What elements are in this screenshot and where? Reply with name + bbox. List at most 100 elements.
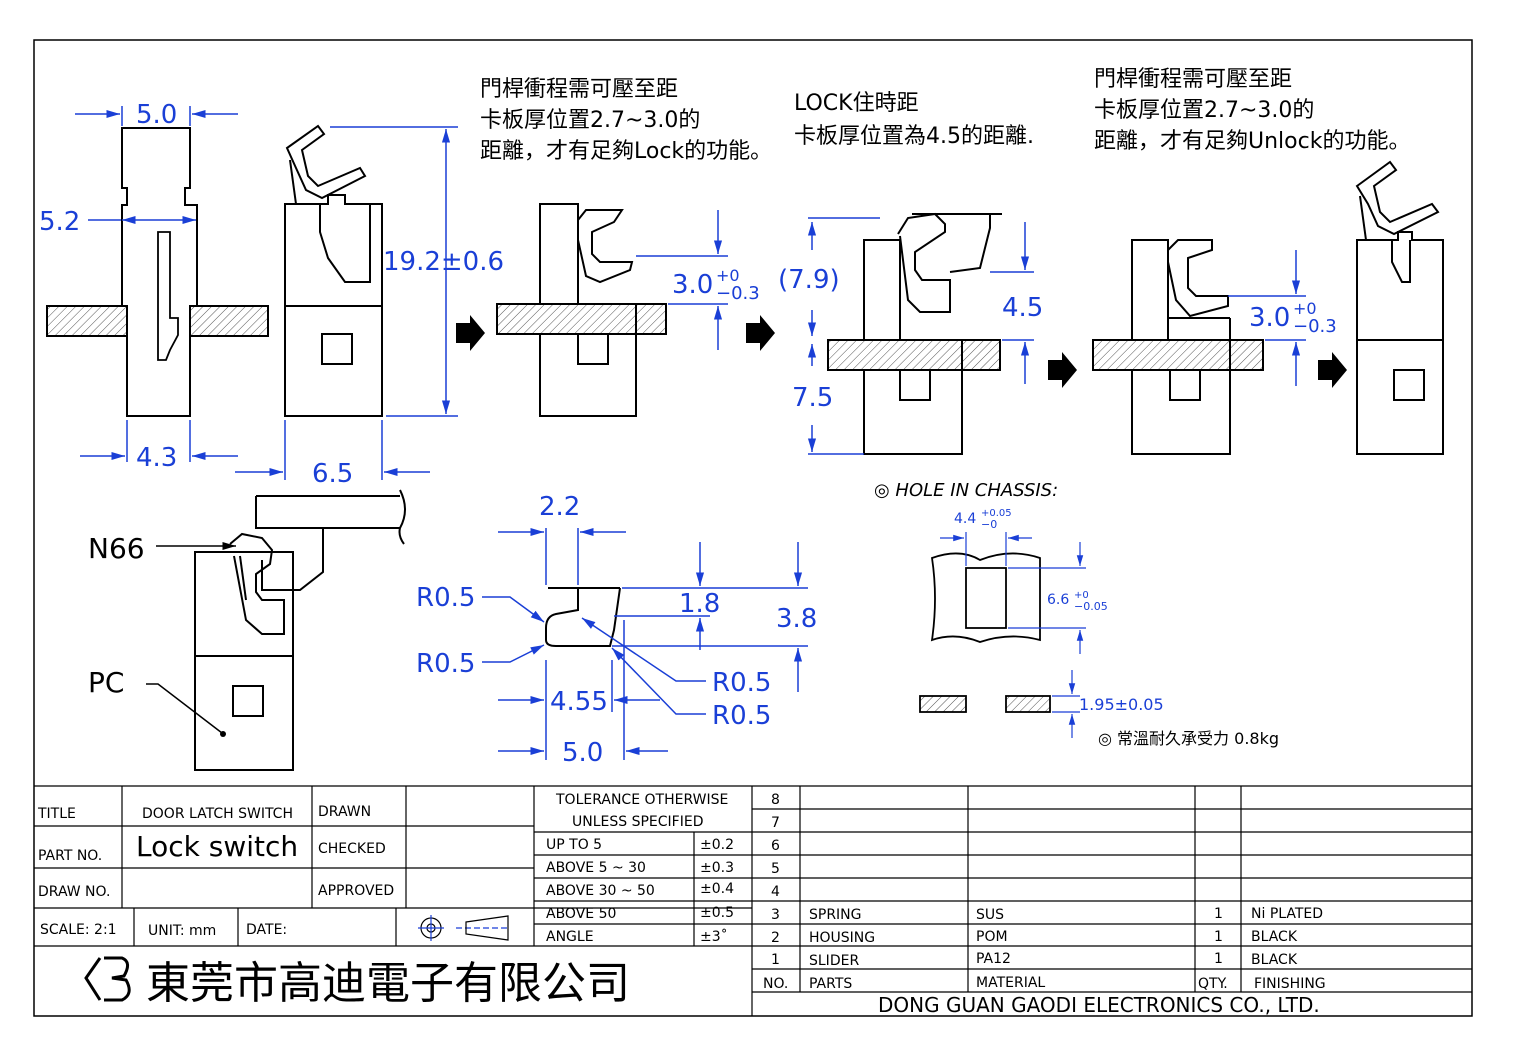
bom-header-part: PARTS (809, 976, 852, 992)
dim-side-width: 6.5 (312, 459, 353, 489)
bom-finish: BLACK (1251, 952, 1298, 968)
part-value: Lock switch (136, 830, 298, 863)
bom-header-no: NO. (763, 976, 788, 992)
tolerance-header1: TOLERANCE OTHERWISE (555, 792, 728, 808)
title-block-grid (34, 785, 1472, 1016)
bom-header-finish: FINISHING (1254, 976, 1326, 992)
tolerance-header2: UNLESS SPECIFIED (572, 814, 703, 830)
note-lock-hold: LOCK住時距 卡板厚位置為4.5的距離. (794, 91, 1034, 149)
hole-width-tol-dn: −0 (981, 518, 997, 531)
side-view-dims (235, 126, 458, 480)
company-name-cn: 東莞市高迪電子有限公司 (146, 958, 630, 1009)
bom-no: 8 (771, 792, 780, 808)
tolerance-range: UP TO 5 (546, 837, 602, 853)
title-value: DOOR LATCH SWITCH (142, 806, 293, 822)
bom-qty: 1 (1214, 906, 1223, 922)
dim-stroke2-tol-up: +0 (1293, 299, 1317, 318)
svg-text:卡板厚位置為4.5的距離.: 卡板厚位置為4.5的距離. (794, 124, 1034, 149)
dim-r2: R0.5 (416, 649, 475, 679)
bom-qty: 1 (1214, 929, 1223, 945)
tolerance-rows: UP TO 5 ±0.2 ABOVE 5 ~ 30 ±0.3 ABOVE 30 … (546, 837, 734, 945)
draw-no-label: DRAW NO. (38, 884, 110, 900)
hole-width: 4.4 (954, 511, 976, 527)
bom-material: SUS (976, 907, 1004, 923)
dim-stroke2: 3.0 (1249, 303, 1290, 333)
bom-finish: BLACK (1251, 929, 1298, 945)
dim-height: 19.2±0.6 (383, 247, 504, 277)
svg-text:門桿衝程需可壓至距: 門桿衝程需可壓至距 (480, 77, 678, 102)
bom-no: 7 (771, 815, 780, 831)
dim-lock-below: 7.5 (792, 383, 833, 413)
tolerance-value: ±0.5 (700, 905, 734, 921)
bom-header-material: MATERIAL (976, 975, 1045, 991)
bom-material: POM (976, 929, 1008, 945)
unit-label: UNIT: mm (148, 923, 216, 939)
svg-text:距離，才有足夠Unlock的功能。: 距離，才有足夠Unlock的功能。 (1094, 129, 1410, 154)
company-name-en: DONG GUAN GAODI ELECTRONICS CO., LTD. (878, 993, 1320, 1017)
approved-label: APPROVED (318, 883, 394, 899)
tolerance-range: ABOVE 30 ~ 50 (546, 883, 655, 899)
svg-text:LOCK住時距: LOCK住時距 (794, 91, 919, 116)
hole-height: 6.6 (1047, 592, 1069, 608)
force-note: ◎ 常溫耐久承受力 0.8kg (1098, 729, 1279, 748)
released-view (1355, 160, 1444, 455)
front-view-dims (75, 106, 238, 462)
tolerance-value: ±0.4 (700, 881, 734, 897)
dim-r1: R0.5 (416, 583, 475, 613)
side-view (284, 124, 383, 417)
bom-no: 4 (771, 884, 780, 900)
svg-text:卡板厚位置2.7~3.0的: 卡板厚位置2.7~3.0的 (1094, 98, 1314, 123)
svg-text:門桿衝程需可壓至距: 門桿衝程需可壓至距 (1094, 67, 1292, 92)
dim-hook-h1: 1.8 (679, 589, 720, 619)
scale-label: SCALE: 2:1 (40, 922, 117, 938)
dim-hook-w2: 5.0 (562, 738, 603, 768)
sequence-arrow (1048, 352, 1077, 388)
projection-symbol-icon (418, 915, 510, 941)
sequence-arrow (1318, 352, 1347, 388)
bom-part: HOUSING (809, 930, 875, 946)
title-label: TITLE (37, 806, 76, 822)
dim-hook-w1: 4.55 (550, 687, 608, 717)
bom-part: SLIDER (809, 953, 859, 969)
dim-lock-total: (7.9) (778, 265, 840, 295)
svg-text:卡板厚位置2.7~3.0的: 卡板厚位置2.7~3.0的 (480, 108, 700, 133)
bom-header-qty: QTY. (1198, 976, 1228, 992)
chassis-dims (940, 532, 1086, 738)
note-lock-travel: 門桿衝程需可壓至距 卡板厚位置2.7~3.0的 距離，才有足夠Lock的功能。 (480, 77, 772, 164)
dim-top-width: 5.0 (136, 100, 177, 130)
dim-body-width: 5.2 (39, 207, 80, 237)
dim-hook-width: 2.2 (539, 492, 580, 522)
unlock-stroke-view (1092, 239, 1264, 455)
hole-width-tol-up: +0.05 (981, 508, 1012, 519)
tolerance-value: ±0.2 (700, 837, 734, 853)
bom-rows: 8 7 6 5 4 3 SPRING SUS 1 Ni PLATED 2 HOU… (763, 792, 1326, 992)
lock-stroke-view (496, 203, 667, 417)
dim-r4: R0.5 (712, 701, 771, 731)
locked-view (827, 212, 1002, 455)
hole-height-tol-up: +0 (1074, 590, 1089, 601)
part-label: PART NO. (38, 848, 102, 864)
tolerance-value: ±0.3 (700, 860, 734, 876)
locked-view-dims (807, 217, 1034, 455)
bom-no: 2 (771, 930, 780, 946)
bom-qty: 1 (1214, 951, 1223, 967)
bom-no: 1 (771, 952, 780, 968)
hook-detail-dims (482, 527, 808, 760)
drawing-frame (33, 39, 1473, 1017)
drawn-label: DRAWN (318, 804, 371, 820)
bom-no: 3 (771, 907, 780, 923)
label-n66: N66 (88, 532, 145, 565)
hole-height-tol-dn: −0.05 (1074, 600, 1108, 613)
chassis-title: ◎ HOLE IN CHASSIS: (874, 480, 1058, 501)
dim-stroke1-tol-dn: −0.3 (716, 283, 760, 304)
chassis-hole (919, 552, 1051, 713)
svg-text:距離，才有足夠Lock的功能。: 距離，才有足夠Lock的功能。 (480, 139, 772, 164)
bom-no: 5 (771, 861, 780, 877)
dim-lock-gap: 4.5 (1002, 293, 1043, 323)
hook-detail (545, 587, 621, 647)
bom-no: 6 (771, 838, 780, 854)
lock-stroke-dims (636, 210, 728, 350)
dim-hook-h2: 3.8 (776, 604, 817, 634)
dim-r3: R0.5 (712, 668, 771, 698)
bom-finish: Ni PLATED (1251, 906, 1323, 922)
